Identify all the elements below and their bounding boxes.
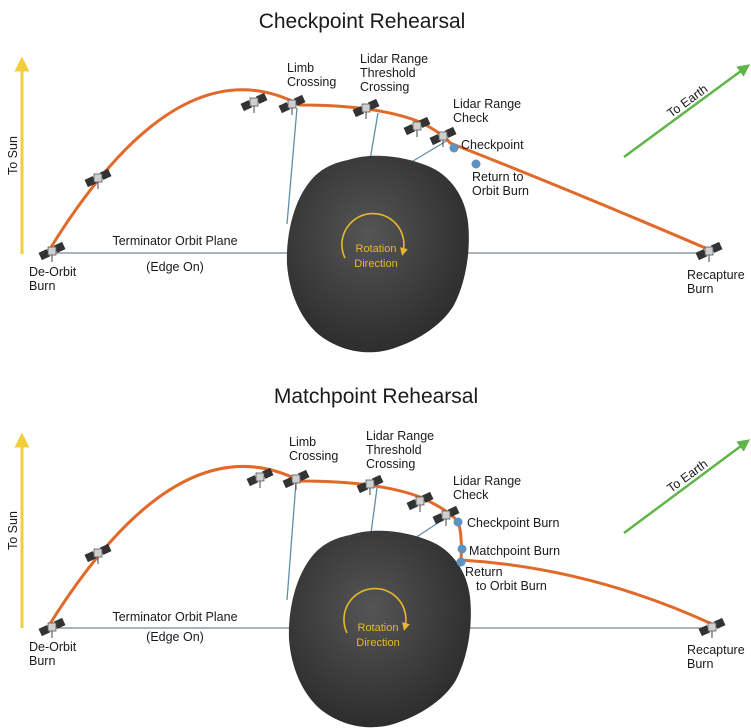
return-burn-label-line2: Orbit Burn [472, 184, 529, 198]
limb-sightline [286, 107, 298, 225]
return-burn-marker [456, 557, 466, 567]
spacecraft-icon [84, 543, 112, 565]
asteroid-icon [288, 530, 471, 728]
recapture-label-line1: Recapture [687, 268, 745, 282]
panel-title: Checkpoint Rehearsal [259, 10, 466, 33]
spacecraft-icon [356, 474, 384, 496]
return-burn-label-line2: to Orbit Burn [476, 579, 547, 593]
limb-label-line1: Limb [287, 61, 314, 75]
lidar-check-label-line1: Lidar Range [453, 97, 521, 111]
limb-label-line2: Crossing [289, 449, 338, 463]
checkpoint-marker [449, 143, 459, 153]
lidar-threshold-sightline [369, 112, 379, 161]
spacecraft-icon [84, 168, 112, 190]
checkpoint-label: Checkpoint [461, 138, 524, 152]
lidar-check-label-line2: Check [453, 111, 489, 125]
to-sun-label: To Sun [6, 136, 20, 175]
deorbit-label-line2: Burn [29, 654, 55, 668]
lidar-threshold-label-line3: Crossing [360, 80, 409, 94]
recapture-label-line2: Burn [687, 282, 713, 296]
spacecraft-icon [246, 467, 274, 489]
checkpoint-burn-label: Checkpoint Burn [467, 516, 559, 530]
earth-direction-arrow-icon [623, 64, 751, 159]
plane-label-line2: (Edge On) [146, 630, 204, 644]
deorbit-label-line1: De-Orbit [29, 265, 77, 279]
plane-label-line1: Terminator Orbit Plane [112, 234, 237, 248]
rotation-arrow-icon [341, 212, 408, 259]
rotation-arrow-icon [343, 587, 410, 634]
return-burn-label-line1: Return to [472, 170, 523, 184]
trajectory-path [46, 88, 712, 254]
limb-sightline [286, 481, 297, 601]
plane-label-line2: (Edge On) [146, 260, 204, 274]
lidar-check-sightline [407, 139, 449, 165]
recapture-label-line2: Burn [687, 657, 713, 671]
return-burn-label-line1: Return [465, 565, 503, 579]
recapture-label-line1: Recapture [687, 643, 745, 657]
limb-label-line2: Crossing [287, 75, 336, 89]
checkpoint-panel: Checkpoint Rehearsal To Sun To Earth Ter… [6, 10, 751, 353]
deorbit-label-line2: Burn [29, 279, 55, 293]
lidar-threshold-label-line1: Lidar Range [360, 52, 428, 66]
lidar-threshold-sightline [370, 487, 378, 534]
matchpoint-burn-label: Matchpoint Burn [469, 544, 560, 558]
matchpoint-panel: Matchpoint Rehearsal To Sun To Earth Ter… [6, 385, 751, 728]
asteroid-icon [286, 155, 469, 353]
lidar-threshold-label-line1: Lidar Range [366, 429, 434, 443]
rotation-label-line2: Direction [354, 258, 397, 270]
panel-title: Matchpoint Rehearsal [274, 385, 478, 408]
limb-label-line1: Limb [289, 435, 316, 449]
to-sun-label: To Sun [6, 511, 20, 550]
rotation-label-line2: Direction [356, 637, 399, 649]
earth-direction-arrow-icon [623, 439, 751, 535]
spacecraft-icon [240, 92, 268, 114]
lidar-check-label-line1: Lidar Range [453, 474, 521, 488]
checkpoint-burn-marker [453, 517, 463, 527]
lidar-threshold-label-line3: Crossing [366, 457, 415, 471]
to-earth-label: To Earth [665, 82, 711, 121]
deorbit-label-line1: De-Orbit [29, 640, 77, 654]
lidar-threshold-label-line2: Threshold [360, 66, 416, 80]
plane-label-line1: Terminator Orbit Plane [112, 610, 237, 624]
matchpoint-burn-marker [457, 544, 467, 554]
rotation-label-line1: Rotation [358, 622, 399, 634]
return-burn-marker [471, 159, 481, 169]
lidar-check-label-line2: Check [453, 488, 489, 502]
to-earth-label: To Earth [665, 457, 711, 496]
lidar-threshold-label-line2: Threshold [366, 443, 422, 457]
rotation-label-line1: Rotation [356, 243, 397, 255]
